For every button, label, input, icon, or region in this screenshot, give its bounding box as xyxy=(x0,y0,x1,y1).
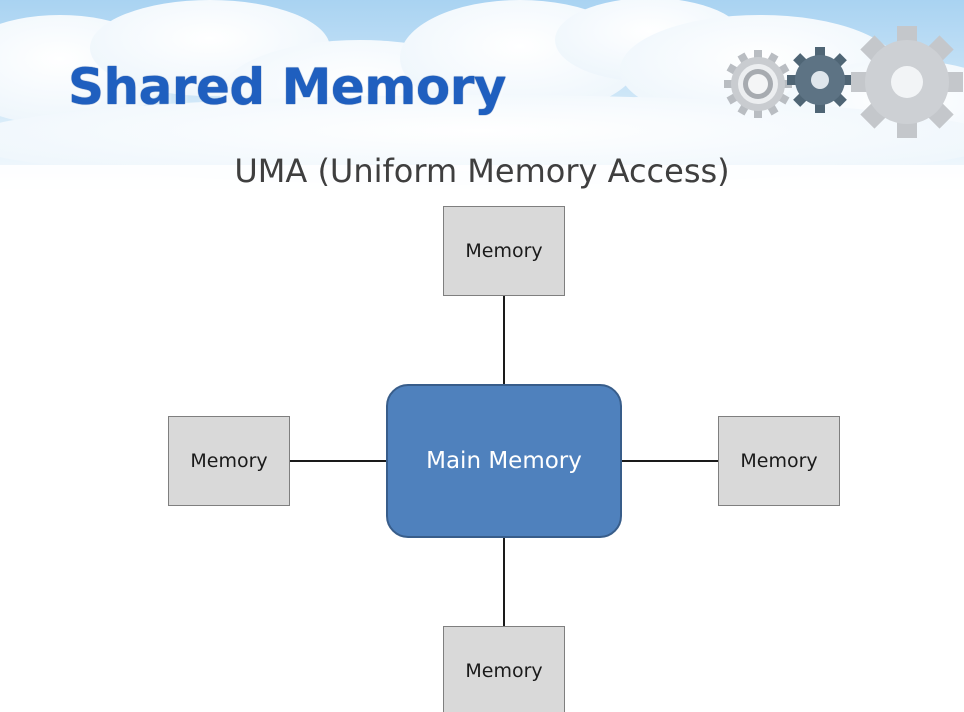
memory-node-left: Memory xyxy=(168,416,290,506)
connector-top xyxy=(503,296,505,384)
slide-subtitle: UMA (Uniform Memory Access) xyxy=(234,152,730,190)
memory-node-bottom: Memory xyxy=(443,626,565,712)
gears-icon xyxy=(724,26,963,138)
memory-node-right: Memory xyxy=(718,416,840,506)
slide-title: Shared Memory xyxy=(68,58,506,116)
main-memory-node: Main Memory xyxy=(386,384,622,538)
connector-left xyxy=(290,460,386,462)
connector-bottom xyxy=(503,538,505,626)
memory-node-top: Memory xyxy=(443,206,565,296)
connector-right xyxy=(622,460,718,462)
